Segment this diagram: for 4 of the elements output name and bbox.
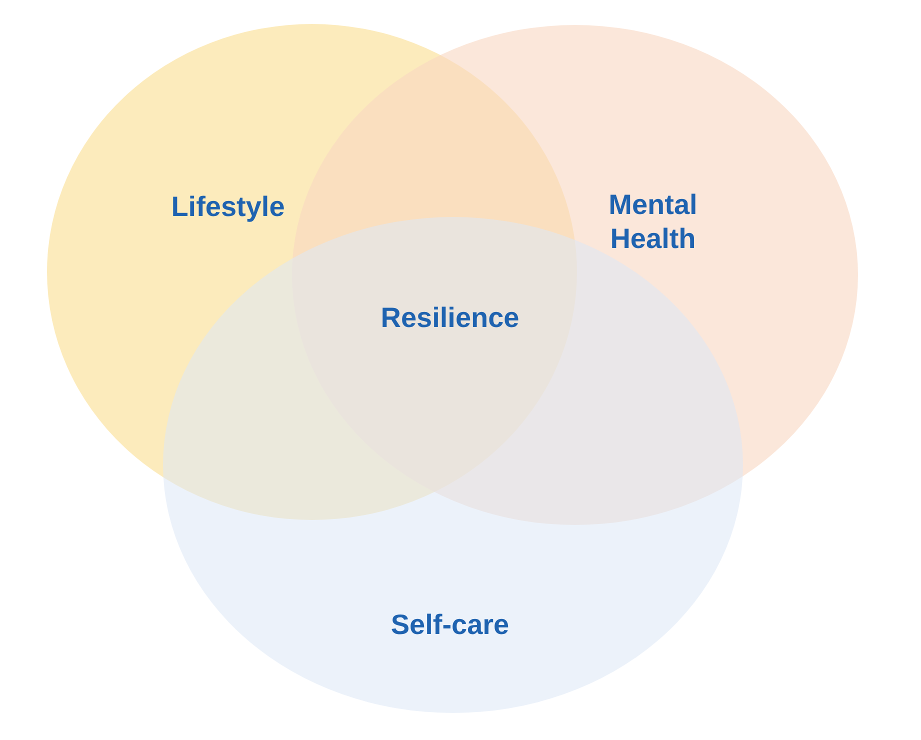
set-label: Lifestyle <box>170 190 286 224</box>
set-label: Self-care <box>390 608 510 642</box>
intersection-label: Resilience <box>380 301 520 335</box>
set-label: Mental Health <box>608 188 698 256</box>
